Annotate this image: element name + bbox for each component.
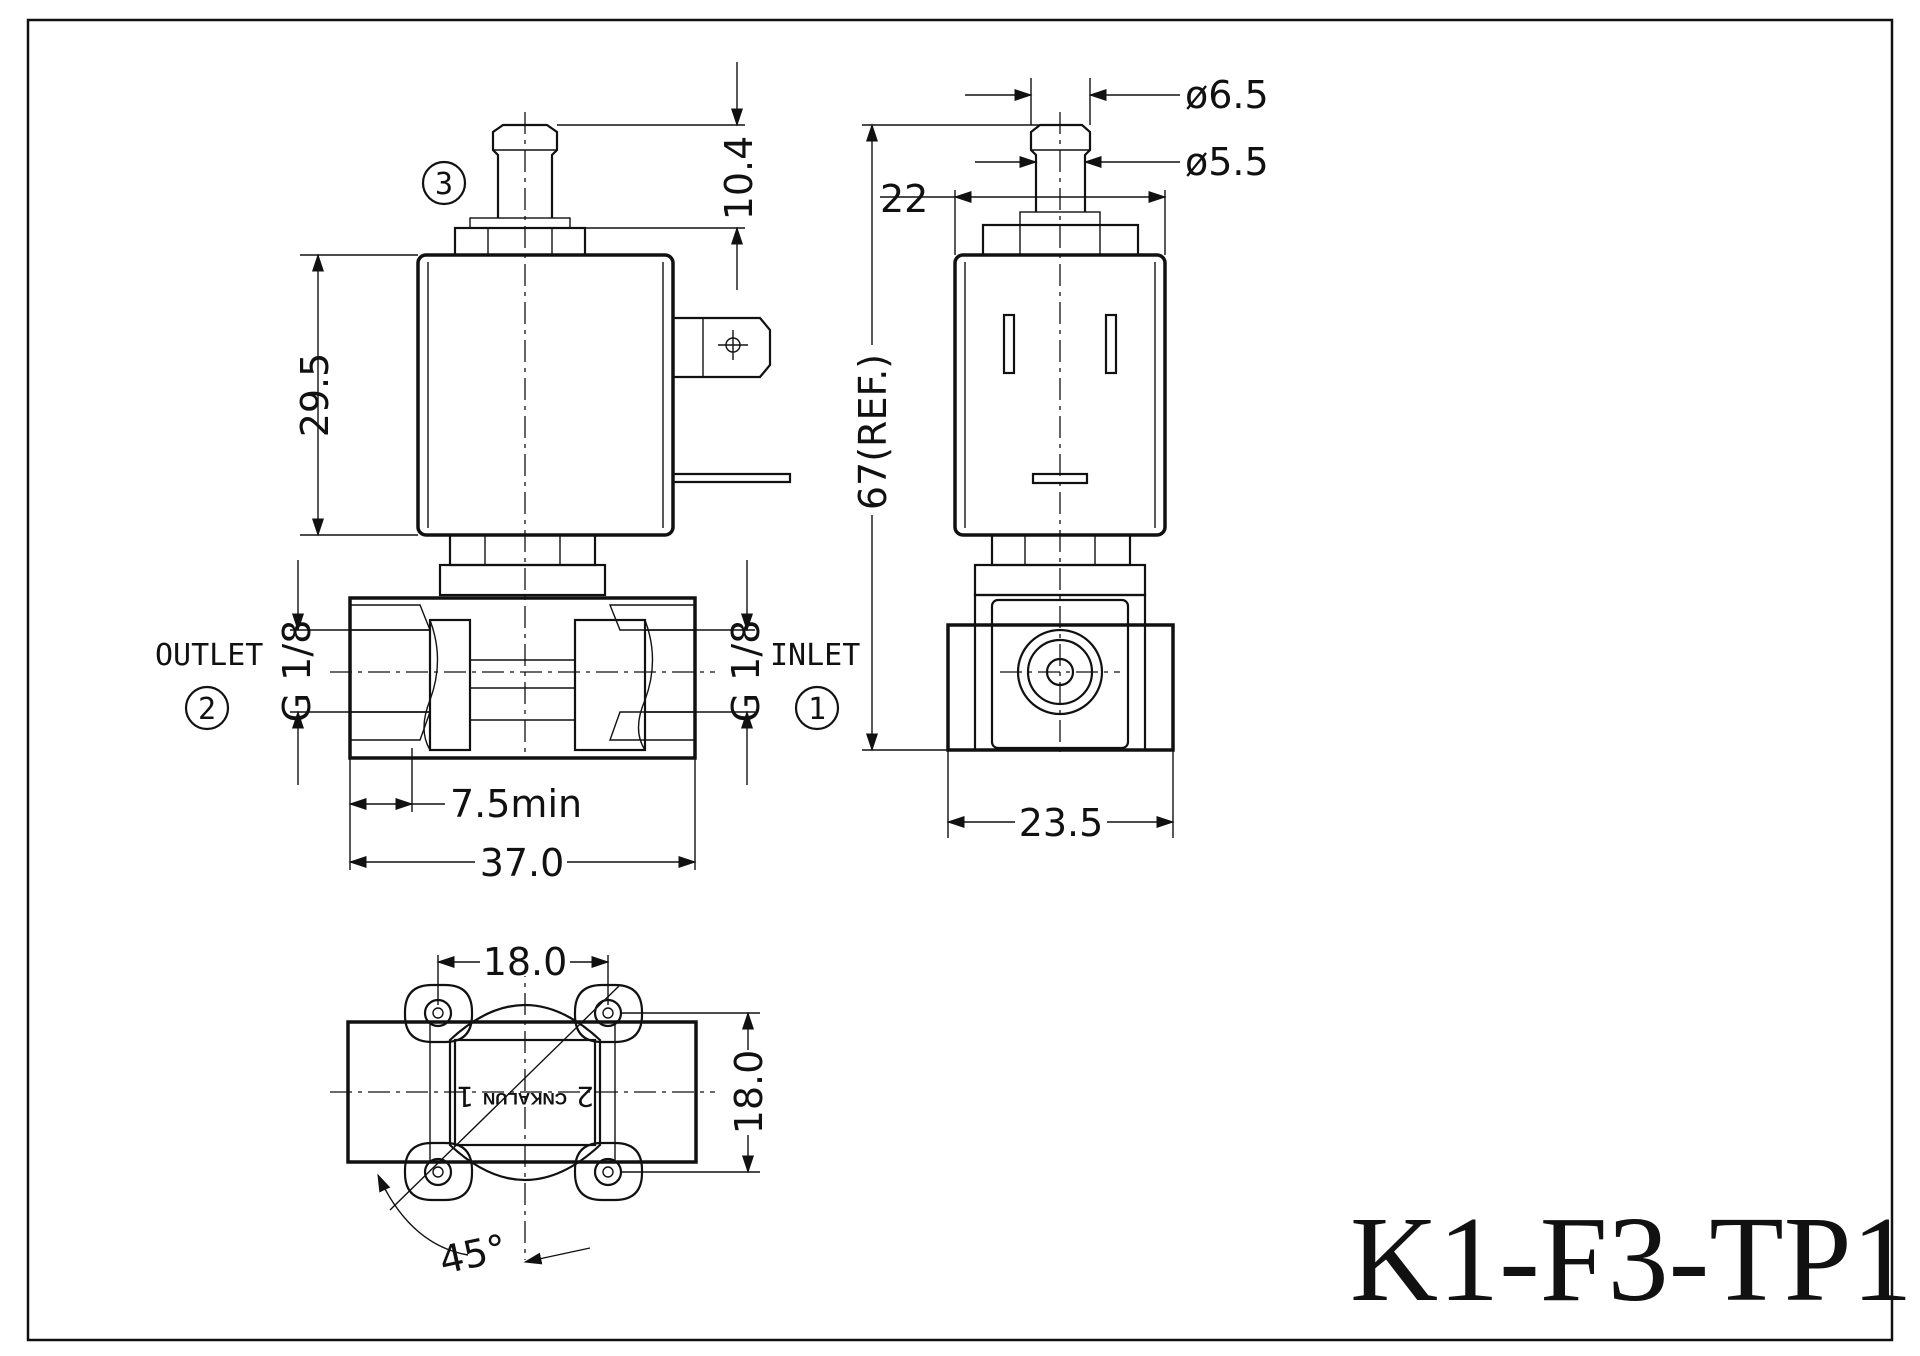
- outlet-port-circle: [184, 685, 230, 731]
- dim-stem-outer-dia: ø6.5: [1185, 73, 1269, 117]
- side-view: [946, 112, 1175, 752]
- dim-hole-spacing-x: 18.0: [483, 940, 568, 984]
- side-exhaust-stem: [1029, 123, 1092, 212]
- dim-min-depth: 7.5min: [450, 782, 582, 826]
- dim-inlet-thread: G 1/8: [724, 620, 768, 723]
- dim-coil-height: 29.5: [293, 353, 337, 438]
- inlet-port-number: 1: [808, 692, 826, 727]
- valve-body: [348, 596, 697, 760]
- front-view: [330, 112, 792, 760]
- front-view-dimensions: 10.4 29.5 G 1/8 G 1/8 OUTLET 2 INLET 1 3…: [155, 62, 860, 885]
- dim-body-length: 37.0: [480, 841, 565, 885]
- dim-outlet-thread: G 1/8: [275, 620, 319, 723]
- outlet-label: OUTLET: [155, 638, 263, 673]
- dim-overall-height: 67(REF.): [851, 354, 895, 510]
- exhaust-port-circle: [421, 160, 467, 206]
- dim-base-width: 23.5: [1019, 801, 1104, 845]
- side-view-dimensions: ø6.5 ø5.5 22 67(REF.) 23.5: [851, 73, 1269, 845]
- dim-coil-width: 22: [880, 177, 928, 221]
- top-nut: [453, 226, 587, 257]
- terminal-tab: [673, 316, 772, 379]
- model-number: K1-F3-TP1: [1350, 1192, 1913, 1327]
- outlet-port-number: 2: [198, 692, 216, 727]
- bottom-body: [448, 1003, 602, 1182]
- bottom-view-dimensions: 18.0 18.0 45°: [377, 940, 771, 1283]
- inlet-label: INLET: [770, 638, 860, 673]
- coil-body: [416, 253, 675, 537]
- bottom-view: CNKALUN 1 2: [330, 955, 715, 1260]
- mount-hole-bottom-left: [403, 1141, 474, 1202]
- lower-nut: [448, 533, 597, 567]
- dim-stem-inner-dia: ø5.5: [1185, 140, 1269, 184]
- inlet-port-circle: [794, 685, 840, 731]
- dim-angle: 45°: [435, 1226, 510, 1283]
- body-port-right: 2: [576, 1080, 594, 1113]
- drawing-border: [26, 18, 1894, 1342]
- exhaust-port-number: 3: [435, 167, 453, 202]
- body-port-left: 1: [456, 1080, 474, 1113]
- dim-hole-spacing-y: 18.0: [727, 1050, 771, 1135]
- dim-stem-height: 10.4: [717, 136, 761, 221]
